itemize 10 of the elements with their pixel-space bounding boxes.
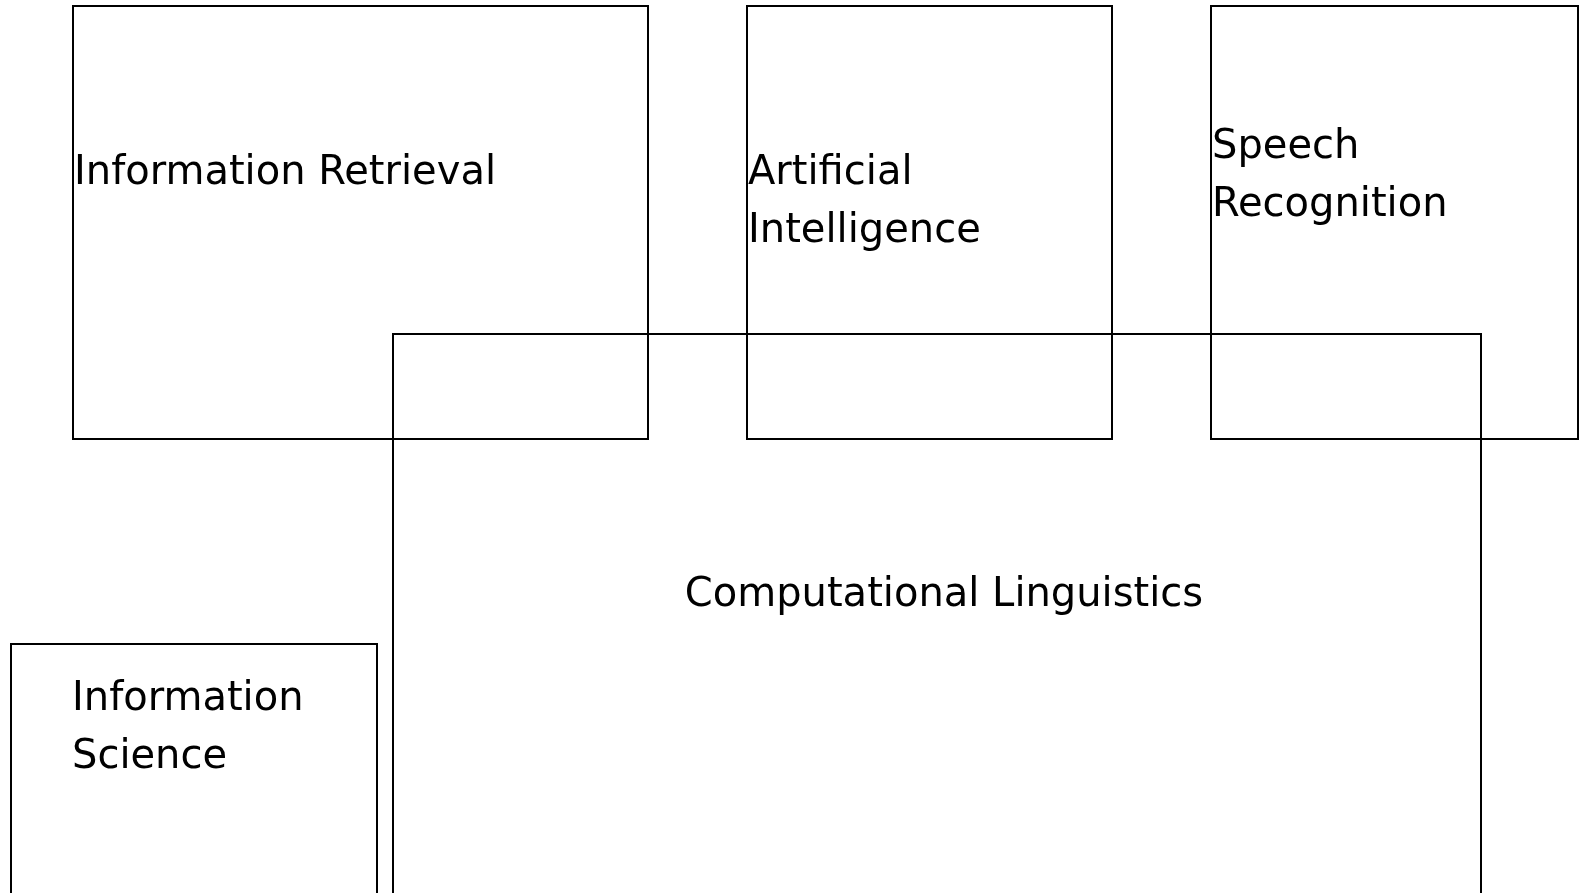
topic-box	[10, 643, 378, 893]
topic-box	[392, 333, 1482, 893]
topic-label: Information Retrieval	[74, 146, 497, 195]
topic-label: Artificial Intelligence	[748, 146, 982, 253]
topic-label: Information Science	[72, 672, 305, 779]
topic-box	[1210, 5, 1579, 440]
topic-label: Computational Linguistics	[683, 568, 1205, 617]
topic-box	[746, 5, 1113, 440]
topic-label: Speech Recognition	[1212, 120, 1449, 227]
topic-box	[72, 5, 649, 440]
